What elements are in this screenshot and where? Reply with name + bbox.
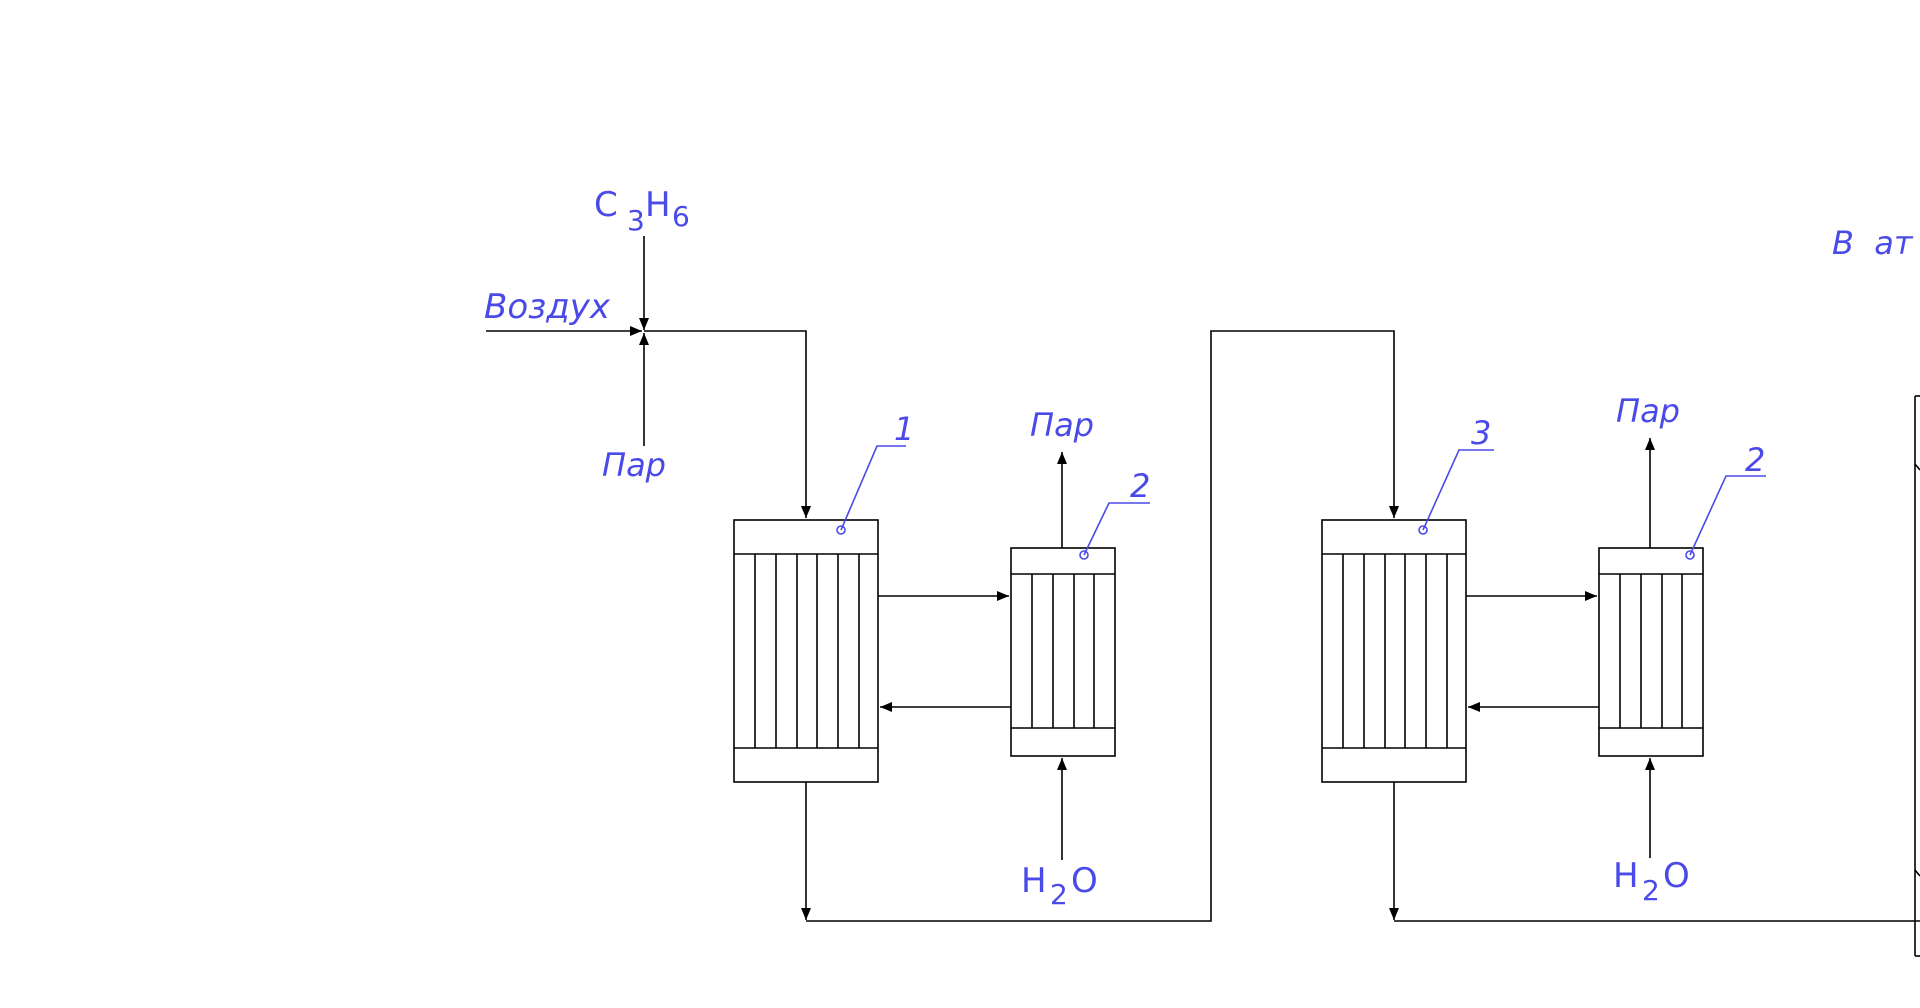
- label-propylene: C 3 H 6: [594, 185, 690, 237]
- svg-text:O: O: [1071, 861, 1098, 901]
- label-steam-out-1: Пар: [1030, 406, 1094, 444]
- callout-label-cooler-2: 2: [1745, 441, 1765, 479]
- feed-junction: [486, 236, 811, 518]
- reactor-1: [733, 519, 879, 783]
- label-water-2: H 2 O: [1613, 856, 1690, 907]
- cooler-2: [1598, 547, 1704, 757]
- svg-text:H: H: [1021, 861, 1047, 901]
- callout-label-reactor-1: 1: [894, 410, 914, 448]
- callout-label-reactor-2: 3: [1471, 414, 1491, 452]
- partial-equipment-right: [1914, 395, 1920, 957]
- callout-reactor-2: 3: [1418, 414, 1494, 535]
- callout-label-cooler-1: 2: [1130, 467, 1150, 505]
- mixed-feed-line: [644, 330, 811, 518]
- cooler-1: [1010, 547, 1116, 757]
- callout-reactor-1: 1: [836, 410, 914, 535]
- label-steam-feed: Пар: [602, 446, 666, 484]
- svg-text:H: H: [1613, 856, 1639, 896]
- callout-cooler-1: 2: [1079, 467, 1150, 560]
- label-to-atmosphere: В ат: [1832, 224, 1914, 262]
- svg-text:2: 2: [1050, 878, 1068, 911]
- svg-text:O: O: [1663, 856, 1690, 896]
- transfer-line: [806, 330, 1399, 922]
- label-air: Воздух: [484, 287, 611, 327]
- svg-text:6: 6: [672, 200, 690, 233]
- reactor-2: [1321, 519, 1467, 783]
- label-steam-out-2: Пар: [1616, 392, 1680, 430]
- svg-text:C: C: [594, 185, 618, 225]
- svg-text:2: 2: [1642, 874, 1660, 907]
- svg-text:H: H: [645, 185, 671, 225]
- svg-text:3: 3: [627, 204, 645, 237]
- label-water-1: H 2 O: [1021, 861, 1098, 911]
- callout-cooler-2: 2: [1685, 441, 1766, 560]
